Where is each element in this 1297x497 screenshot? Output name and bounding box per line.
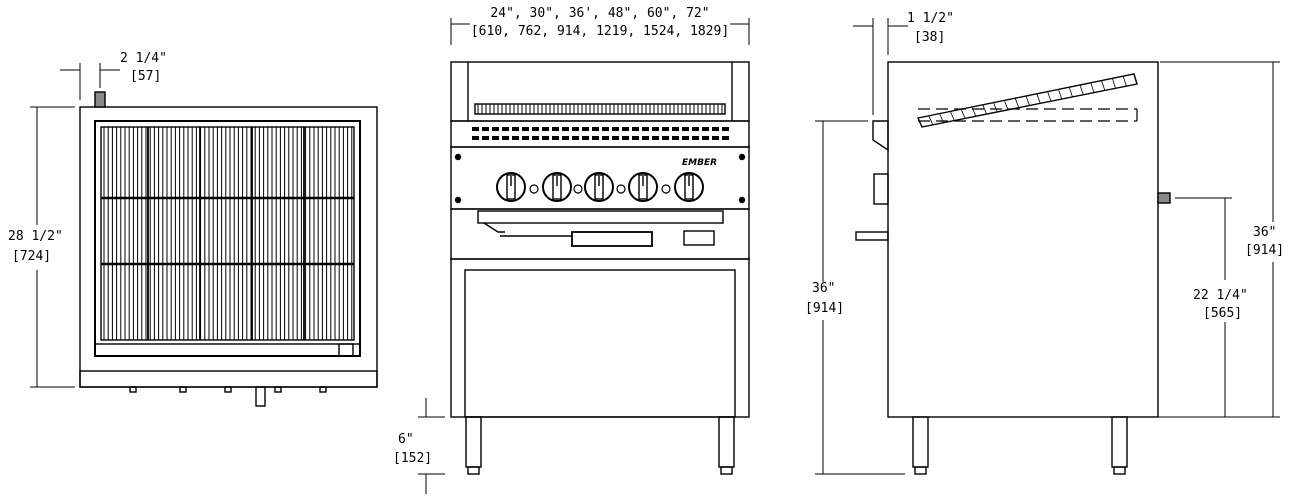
top-offset-dim-mm: [57] [130,69,161,84]
front-width-dim-inches: 24", 30", 36', 48", 60", 72" [490,6,709,21]
side-overall-height-dimension [1132,61,1280,418]
top-view-corner-box [338,343,354,357]
top-view-cabinet-line [79,370,378,388]
side-gas-inlet-dimension [1175,197,1232,417]
front-brand-label: EMBER [682,158,717,168]
top-offset-dim-inches: 2 1/4" [120,51,167,66]
top-offset-dimension [60,63,120,100]
top-view-grate-grid [101,127,354,340]
top-depth-dim-mm: [724] [12,249,51,264]
front-grate-bars [477,104,723,114]
side-offset-dim-inches: 1 1/2" [907,11,954,26]
front-drip-tray [477,210,724,224]
top-view-drain-pipe [255,386,266,407]
side-view [815,18,1280,475]
top-view-knob-stubs [129,386,327,393]
front-cabinet [450,258,750,418]
front-leg-dim-mm: [152] [393,451,432,466]
side-overall-height-dim-inches: 36" [1253,225,1276,240]
front-legs [465,416,735,475]
front-upper-housing [450,61,750,122]
front-cabinet-opening [464,269,736,418]
side-lowered-grate-outline [918,108,1138,122]
side-legs [912,416,1128,475]
front-vent-slots [472,127,729,140]
top-view [30,63,378,407]
top-view-inner-frame [94,120,361,357]
side-gas-inlet-dim-inches: 22 1/4" [1193,288,1248,303]
side-gas-inlet-dim-mm: [565] [1203,306,1242,321]
front-valve-bar [571,231,653,247]
side-overall-height-dim-mm: [914] [1245,243,1284,258]
front-view [418,18,750,494]
side-work-height-dimension [815,120,905,475]
side-knob-profile [873,173,889,205]
front-control-knobs [496,172,704,202]
side-offset-dim-mm: [38] [914,30,945,45]
side-work-height-dim-mm: [914] [805,301,844,316]
gas-connector-top [94,91,106,108]
top-depth-dimension [30,106,75,388]
front-drip-area [450,208,750,260]
gas-connector-side [1157,192,1171,204]
top-depth-dim-inches: 28 1/2" [8,229,63,244]
top-view-back-strip [94,343,361,357]
front-leg-dimension [418,398,445,494]
side-grate-pattern [917,76,1127,128]
side-work-height-dim-inches: 36" [812,281,835,296]
front-leg-dim-inches: 6" [398,432,414,447]
side-panel-lip [872,120,889,152]
front-width-dimension [450,18,750,45]
top-view-grid-area [100,126,355,341]
front-vent-band [450,120,750,148]
front-grate-rail [474,103,726,115]
side-offset-dimension [853,18,908,115]
front-width-dim-mm: [610, 762, 914, 1219, 1524, 1829] [471,24,729,39]
side-drip-handle [855,231,889,241]
